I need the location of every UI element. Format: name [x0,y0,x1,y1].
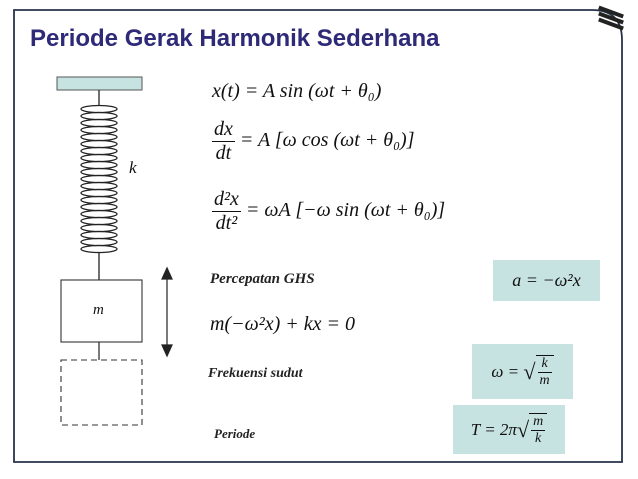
acceleration-box: a = −ω²x [493,260,600,301]
mass-block [60,279,143,343]
position-equation: x(t) = A sin (ωt + θ₀) [212,80,382,102]
percepatan-label: Percepatan GHS [210,271,315,287]
spring [80,90,118,280]
periode-label: Periode [214,426,256,441]
force-balance-equation: m(−ω²x) + kx = 0 [210,313,355,335]
ceiling-plate [56,76,143,91]
book-stack-icon [598,5,624,31]
mass-label: m [93,302,104,318]
page-title: Periode Gerak Harmonik Sederhana [30,25,440,52]
displaced-block [60,359,143,426]
displacement-arrow [161,266,173,358]
spring-constant-label: k [129,158,137,177]
frekuensi-label: Frekuensi sudut [208,366,303,381]
